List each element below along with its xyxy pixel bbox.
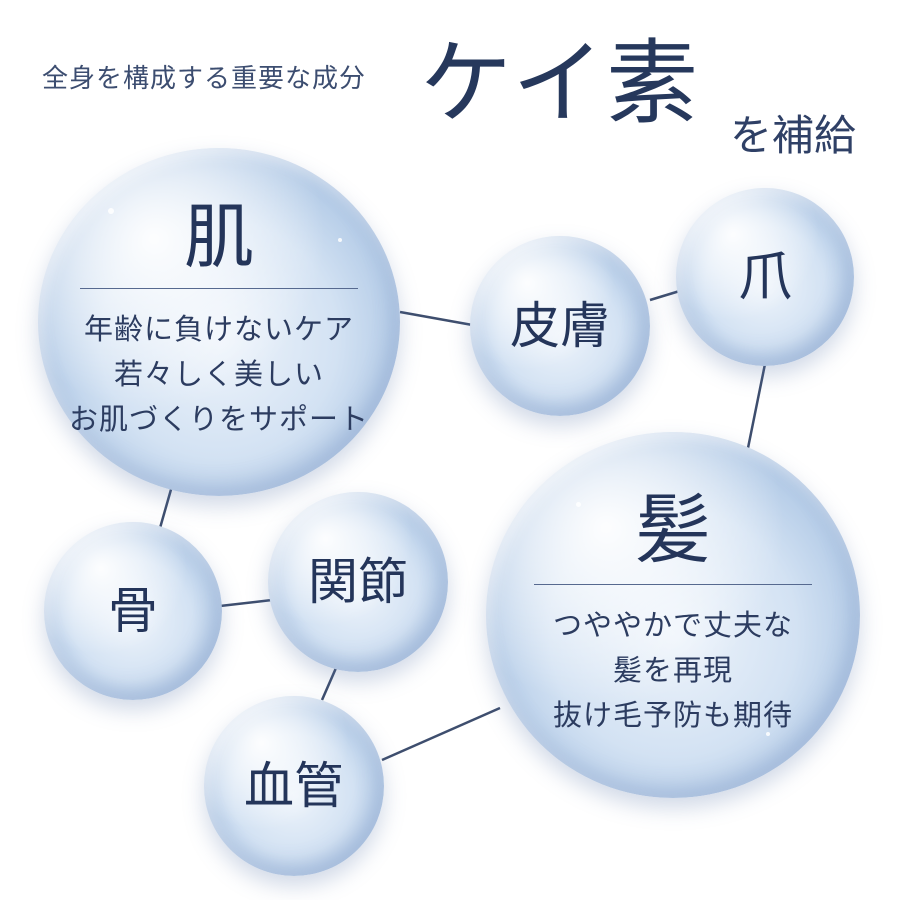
- bubble-vessel-title: 血管: [244, 757, 344, 815]
- link-skin-dermis: [399, 310, 479, 328]
- bubble-nail: 爪: [676, 188, 854, 366]
- link-bone-joint: [219, 598, 273, 608]
- bubble-dermis: 皮膚: [470, 236, 650, 416]
- bubble-skin-line: 年齢に負けないケア: [83, 312, 354, 347]
- bubble-skin-line: 若々しく美しい: [113, 357, 324, 392]
- bubble-hair-rule: [534, 584, 812, 586]
- bubble-hair-line: 髪を再現: [612, 653, 733, 688]
- bubble-joint-title: 関節: [308, 553, 408, 611]
- sparkle-decoration: [338, 238, 342, 242]
- bubble-hair-desc: つややかで丈夫な 髪を再現 抜け毛予防も期待: [553, 603, 793, 738]
- bubble-bone-title: 骨: [108, 582, 158, 640]
- bubble-vessel: 血管: [204, 696, 384, 876]
- link-joint-vessel: [320, 667, 338, 701]
- bubble-hair-line: つややかで丈夫な: [552, 608, 793, 643]
- bubble-skin-rule: [80, 288, 358, 290]
- sparkle-decoration: [766, 732, 770, 736]
- bubble-skin-title: 肌: [184, 196, 254, 279]
- bubble-nail-title: 爪: [738, 245, 792, 308]
- link-nail-hair: [746, 363, 767, 449]
- bubble-skin-desc: 年齢に負けないケア 若々しく美しい お肌づくりをサポート: [69, 307, 369, 442]
- sparkle-decoration: [108, 208, 114, 214]
- header-main-title: ケイ素: [420, 30, 701, 137]
- bubble-bone: 骨: [44, 522, 222, 700]
- bubble-hair-title: 髪: [635, 485, 711, 575]
- bubble-skin: 肌 年齢に負けないケア 若々しく美しい お肌づくりをサポート: [38, 148, 400, 496]
- sparkle-decoration: [576, 502, 581, 507]
- bubble-hair-line: 抜け毛予防も期待: [552, 697, 793, 732]
- bubble-joint: 関節: [268, 492, 448, 672]
- link-skin-bone: [158, 485, 174, 529]
- bubble-skin-line: お肌づくりをサポート: [68, 401, 369, 436]
- bubble-hair: 髪 つややかで丈夫な 髪を再現 抜け毛予防も期待: [486, 432, 860, 798]
- header-subtitle: 全身を構成する重要な成分: [42, 64, 367, 94]
- header-tail: を補給: [730, 111, 857, 160]
- bubble-dermis-title: 皮膚: [510, 297, 610, 355]
- link-vessel-hair: [381, 706, 501, 762]
